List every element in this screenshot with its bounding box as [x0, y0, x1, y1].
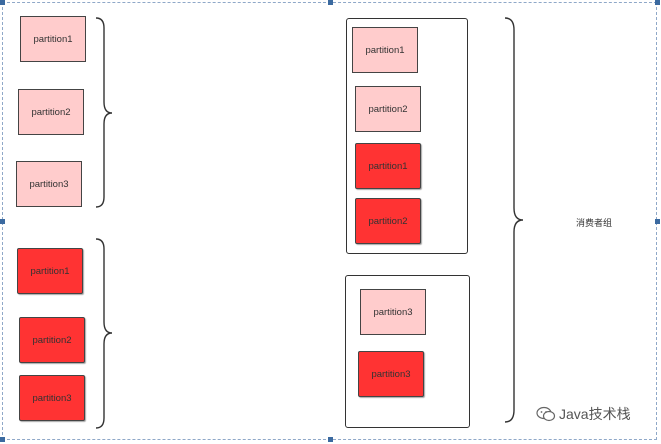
partition-box[interactable]: partition3 [358, 351, 424, 397]
partition-box[interactable]: partition3 [19, 375, 85, 421]
curly-brace-consumer-group [504, 17, 524, 423]
partition-box[interactable]: partition1 [352, 27, 418, 73]
watermark-text: Java技术栈 [559, 406, 631, 422]
partition-box[interactable]: partition1 [17, 248, 83, 294]
partition-label: partition2 [368, 103, 408, 115]
partition-box[interactable]: partition2 [355, 198, 421, 244]
resize-handle-middle-right[interactable] [655, 219, 660, 224]
curly-brace-left-bottom [95, 238, 113, 429]
partition-label: partition1 [365, 44, 405, 56]
resize-handle-bottom-center[interactable] [328, 437, 333, 442]
partition-label: partition3 [29, 178, 69, 190]
consumer-container-2[interactable] [345, 275, 470, 428]
partition-label: partition2 [368, 215, 408, 227]
partition-box[interactable]: partition1 [355, 143, 421, 189]
resize-handle-middle-left[interactable] [0, 219, 5, 224]
wechat-icon [536, 406, 556, 422]
resize-handle-bottom-left[interactable] [0, 437, 5, 442]
curly-brace-left-top [95, 17, 113, 208]
partition-box[interactable]: partition2 [18, 89, 84, 135]
partition-label: partition1 [368, 160, 408, 172]
resize-handle-top-right[interactable] [655, 0, 660, 5]
consumer-container-1[interactable] [346, 18, 468, 254]
consumer-group-label: 消费者组 [576, 218, 613, 228]
partition-label: partition2 [31, 106, 71, 118]
partition-label: partition2 [32, 334, 72, 346]
partition-box[interactable]: partition2 [19, 317, 85, 363]
partition-box[interactable]: partition2 [355, 86, 421, 132]
resize-handle-top-left[interactable] [0, 0, 5, 5]
partition-box[interactable]: partition3 [16, 161, 82, 207]
watermark: Java技术栈 [536, 404, 631, 424]
partition-box[interactable]: partition3 [360, 289, 426, 335]
partition-label: partition3 [371, 368, 411, 380]
resize-handle-top-center[interactable] [328, 0, 333, 5]
partition-label: partition3 [32, 392, 72, 404]
partition-label: partition1 [33, 33, 73, 45]
partition-label: partition3 [373, 306, 413, 318]
partition-box[interactable]: partition1 [20, 16, 86, 62]
partition-label: partition1 [30, 265, 70, 277]
